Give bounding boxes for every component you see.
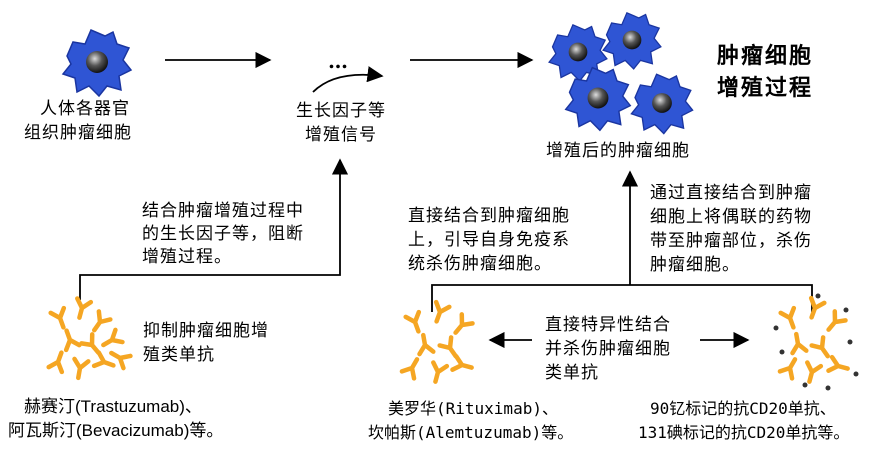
- tumor-cell-label-line1: 人体各器官: [40, 99, 130, 119]
- drug-delivery-note-line3: 带至肿瘤部位，杀伤: [650, 231, 812, 251]
- direct-bind-note-line3: 统杀伤肿瘤细胞。: [408, 254, 552, 274]
- drug-delivery-note-line4: 肿瘤细胞。: [650, 255, 740, 275]
- block-growth-note-line3: 增殖过程。: [142, 247, 232, 267]
- inhibit-examples-line1: 赫赛汀(Trastuzumab)、: [24, 397, 202, 416]
- curved-signal-arrow: [312, 66, 384, 93]
- drug-delivery-note-line1: 通过直接结合到肿瘤: [650, 183, 812, 203]
- antibody-cluster-naked: [402, 302, 474, 383]
- ellipsis: …: [328, 49, 349, 73]
- antibody-cluster-conjugated: [773, 293, 859, 391]
- naked-examples-line1: 美罗华(Rituximab)、: [388, 399, 558, 418]
- block-growth-note-line2: 的生长因子等，阻断: [142, 224, 304, 244]
- conjugated-examples-line2: 131碘标记的抗CD20单抗等。: [638, 423, 850, 442]
- kill-bracket: [431, 284, 813, 312]
- antibody-cluster-inhibit: [49, 298, 131, 379]
- diagram-title-line1: 肿瘤细胞: [717, 44, 814, 69]
- inhibit-arrow: [79, 158, 349, 300]
- specific-kill-class-label-line3: 类单抗: [545, 363, 599, 383]
- conjugated-examples-line1: 90钇标记的抗CD20单抗、: [650, 399, 836, 418]
- specific-kill-class-label-line1: 直接特异性结合: [545, 315, 671, 335]
- growth-signal-label-line1: 生长因子等: [296, 101, 386, 121]
- growth-signal-label-line2: 增殖信号: [305, 125, 377, 145]
- direct-bind-note-line2: 上，引导自身免疫系: [408, 230, 570, 250]
- direct-bind-note-line1: 直接结合到肿瘤细胞: [408, 206, 570, 226]
- tumor-cell-icon: [602, 12, 662, 70]
- specific-kill-class-label-line2: 并杀伤肿瘤细胞: [545, 339, 671, 359]
- diagram-title-line2: 增殖过程: [717, 76, 814, 101]
- drug-delivery-note-line2: 细胞上将偶联的药物: [650, 207, 812, 227]
- tumor-cell-icon: [630, 73, 694, 135]
- inhibit-examples-line2: 阿瓦斯汀(Bevacizumab)等。: [8, 421, 224, 440]
- inhibit-class-label-line2: 殖类单抗: [143, 345, 215, 365]
- tumor-cell-icon: [62, 29, 132, 97]
- block-growth-note-line1: 结合肿瘤增殖过程中: [142, 201, 304, 221]
- naked-examples-line2: 坎帕斯(Alemtuzumab)等。: [368, 423, 574, 442]
- proliferated-cells-label: 增殖后的肿瘤细胞: [546, 141, 690, 161]
- tumor-cell-label-line2: 组织肿瘤细胞: [24, 123, 132, 143]
- inhibit-class-label-line1: 抑制肿瘤细胞增: [143, 321, 269, 341]
